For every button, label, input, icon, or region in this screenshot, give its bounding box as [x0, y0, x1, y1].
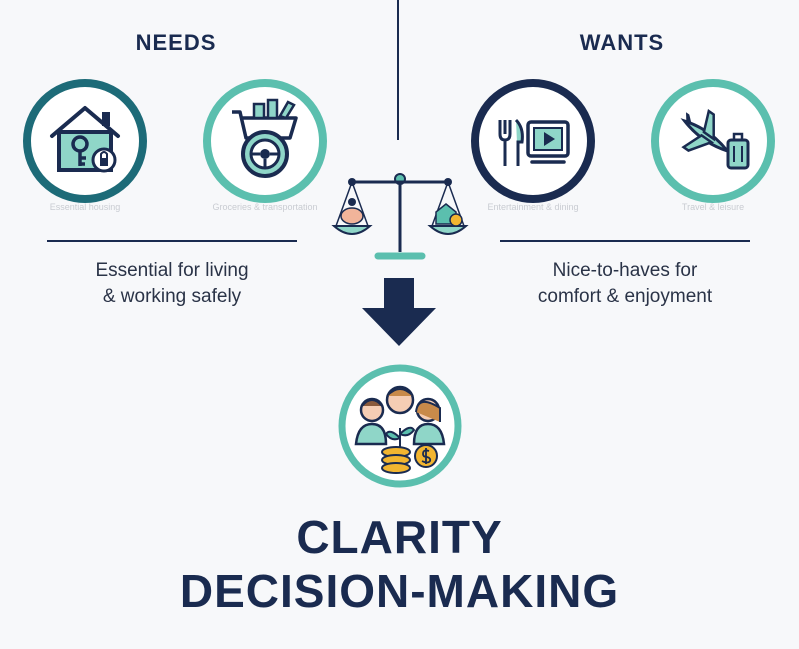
needs-icon1-caption: Essential housing	[49, 202, 121, 212]
center-divider	[397, 0, 399, 140]
airplane-luggage-icon	[650, 78, 776, 204]
page-title: CLARITY DECISION-MAKING	[0, 510, 799, 618]
family-growth-icon	[336, 362, 464, 490]
needs-description: Essential for living & working safely	[47, 258, 297, 310]
needs-description-line2: & working safely	[102, 286, 242, 307]
needs-icon2-caption: Groceries & transportation	[212, 202, 318, 212]
needs-heading: NEEDS	[135, 30, 217, 55]
wants-description-line2: comfort & enjoyment	[537, 286, 713, 307]
down-arrow-icon	[360, 278, 438, 348]
title-line2: DECISION-MAKING	[179, 565, 620, 617]
title-line1: CLARITY	[296, 511, 503, 563]
wants-description-line1: Nice-to-haves for	[552, 260, 698, 281]
needs-description-line1: Essential for living	[95, 260, 249, 281]
house-with-key-icon	[22, 78, 148, 204]
shopping-cart-steering-wheel-icon	[202, 78, 328, 204]
wants-description: Nice-to-haves for comfort & enjoyment	[500, 258, 750, 310]
dining-entertainment-icon	[470, 78, 596, 204]
wants-heading: WANTS	[579, 30, 665, 55]
wants-icon1-caption: Entertainment & dining	[487, 202, 579, 212]
wants-icon2-caption: Travel & leisure	[681, 202, 745, 212]
balance-scale-icon	[330, 162, 470, 262]
needs-rule	[47, 240, 297, 242]
wants-rule	[500, 240, 750, 242]
